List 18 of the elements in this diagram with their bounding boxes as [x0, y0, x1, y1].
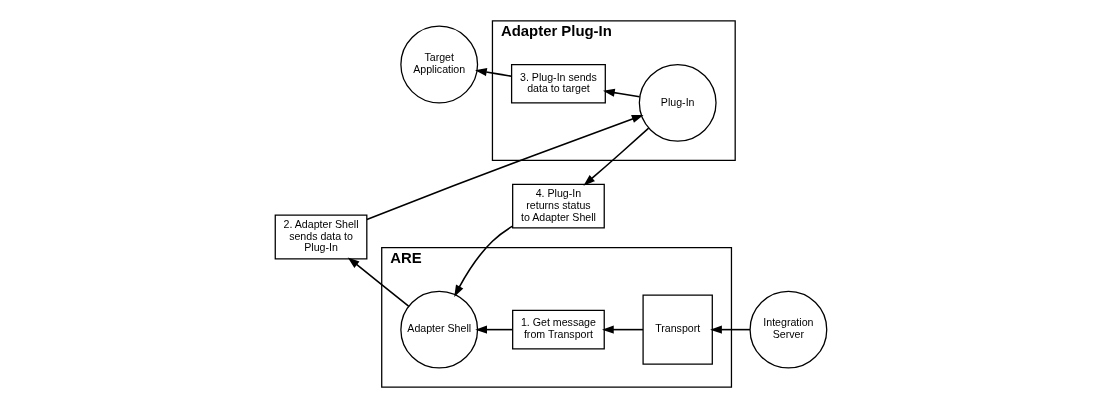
arrow [582, 127, 649, 186]
node-box: 1. Get message from Transport [511, 309, 605, 350]
node-box: 3. Plug-In sends data to target [510, 63, 606, 104]
arrow [709, 325, 751, 334]
arrow [453, 225, 513, 297]
node-circle: Adapter Shell [399, 290, 478, 369]
node-circle: Plug-In [638, 63, 717, 142]
arrow [474, 325, 513, 334]
arrow [365, 114, 644, 221]
arrow [474, 68, 512, 77]
arrow [601, 325, 644, 334]
node-box: 2. Adapter Shell sends data to Plug-In [274, 214, 367, 260]
node-box: Transport [641, 294, 713, 365]
node-box: 4. Plug-In returns status to Adapter Shell [511, 183, 605, 229]
node-circle: Target Application [399, 25, 478, 104]
node-circle: Integration Server [748, 290, 827, 369]
arrow [602, 88, 640, 98]
arrow [347, 257, 409, 307]
